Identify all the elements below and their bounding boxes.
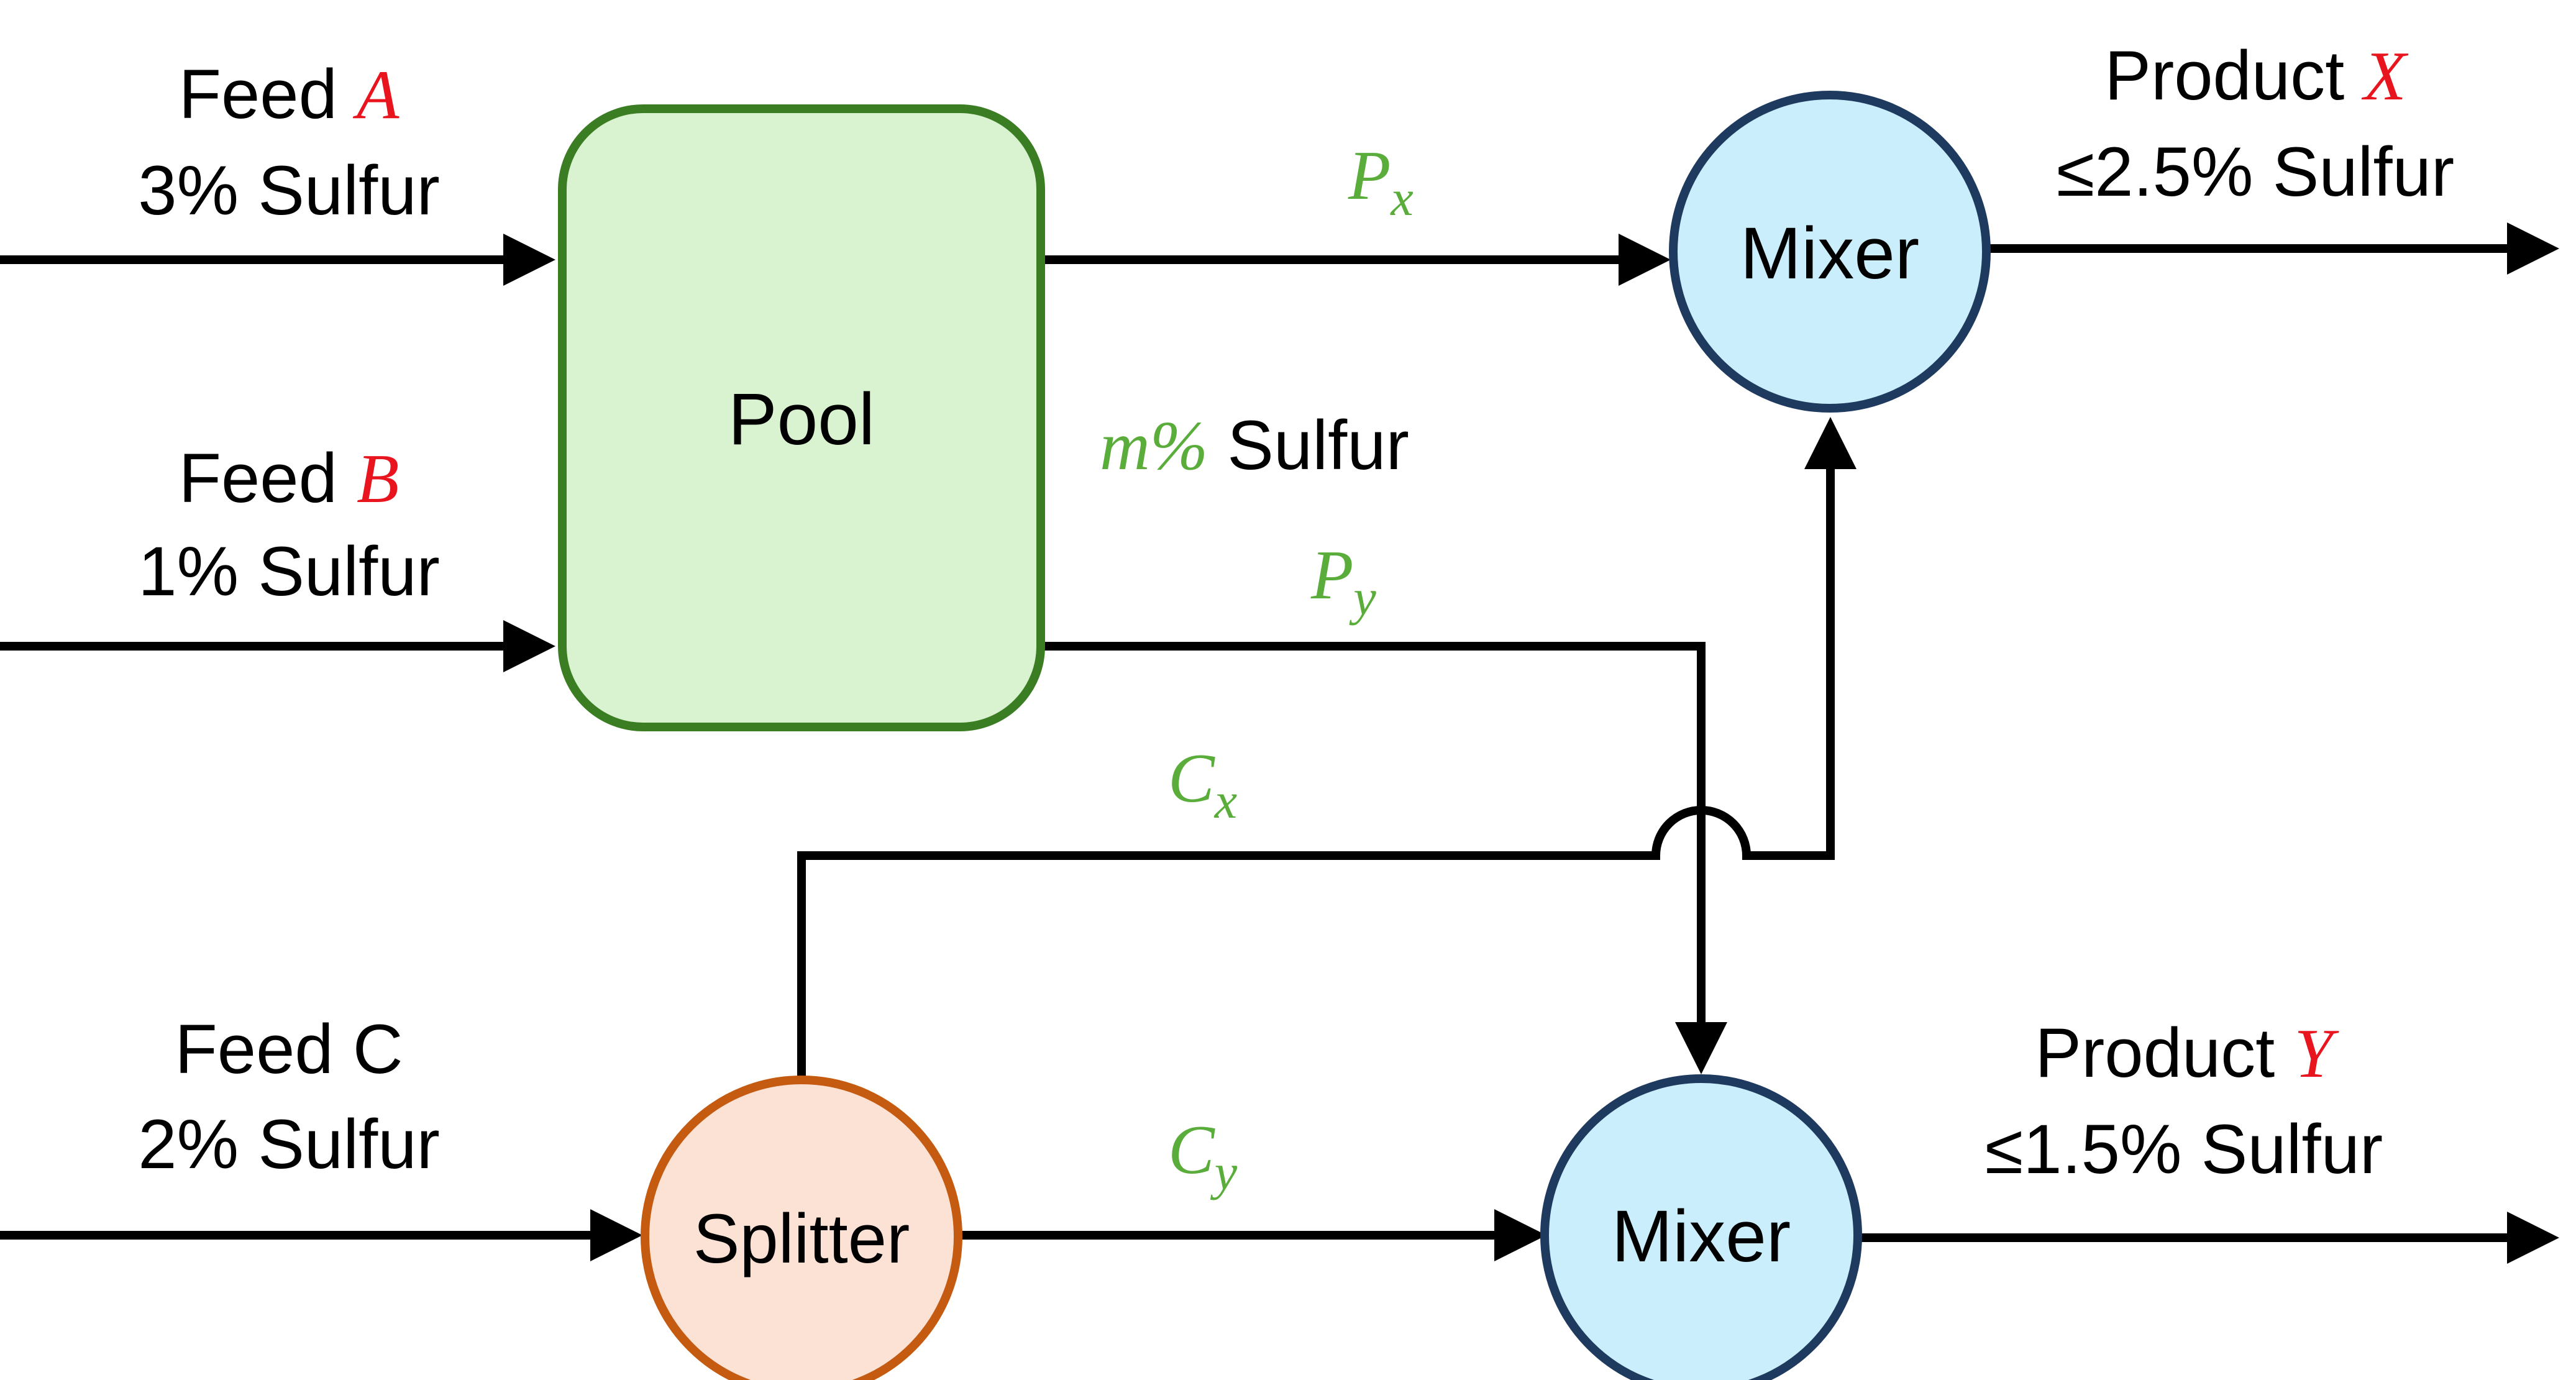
product-y-title: Product Y [2035,1014,2339,1092]
py-stream-arrow [1044,642,1727,1074]
mixer-y-circle [1540,1074,1862,1380]
mixer-x-label: Mixer [1740,212,1919,295]
py-label: Py [1310,537,1376,626]
mixer-x-circle [1669,91,1991,413]
splitter-circle [641,1076,962,1380]
product-x-title: Product X [2104,37,2409,115]
feed-a-sulfur: 3% Sulfur [138,152,440,229]
feed-b-sulfur: 1% Sulfur [138,532,440,610]
product-x-spec: ≤2.5% Sulfur [2057,133,2454,211]
px-label: Px [1348,137,1414,226]
mixer-y-label: Mixer [1612,1195,1791,1277]
cx-stream-arrow [797,417,1857,1080]
product-y-spec: ≤1.5% Sulfur [1985,1110,2383,1188]
pool-label: Pool [728,378,875,460]
splitter-label: Splitter [693,1200,910,1277]
cx-label: Cx [1168,740,1237,829]
feed-b-title: Feed B [179,439,400,518]
feed-c-title: Feed C [175,1010,403,1088]
feed-a-title: Feed A [179,55,400,134]
pool-sulfur-label: m% Sulfur [1100,406,1409,485]
cy-label: Cy [1168,1112,1238,1200]
feed-c-sulfur: 2% Sulfur [138,1105,440,1183]
pool-box [558,104,1045,731]
